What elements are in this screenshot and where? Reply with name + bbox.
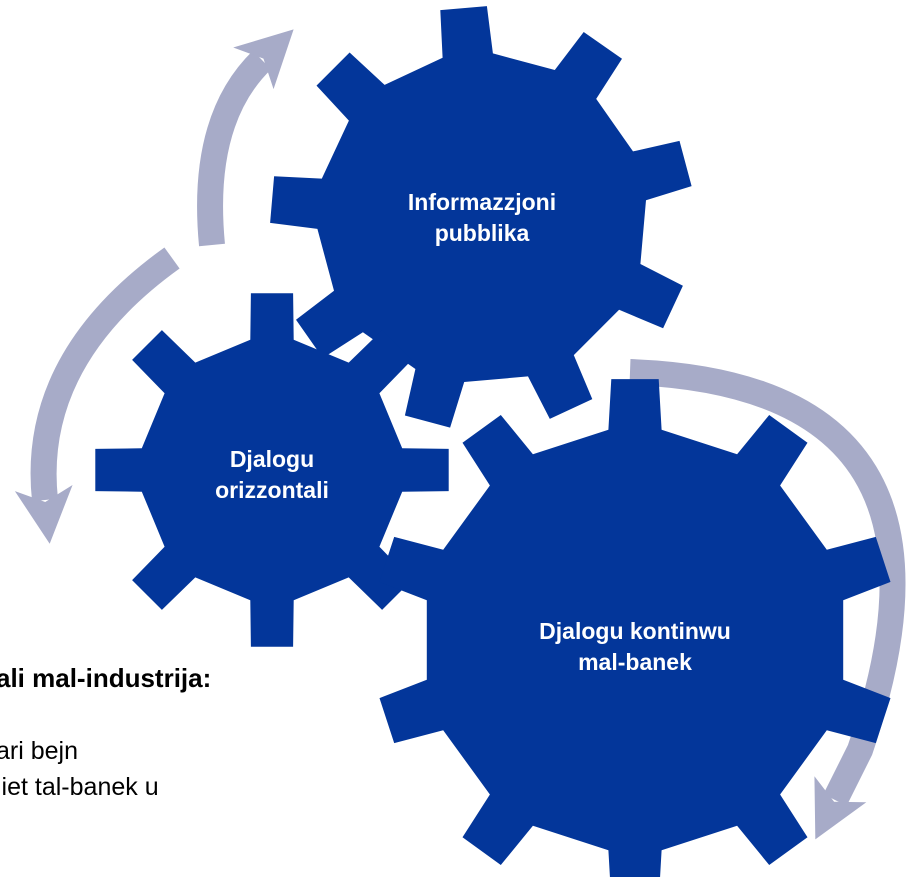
background-text-line-2: jiet tal-banek u bbox=[0, 773, 159, 801]
background-heading: ali mal-industrija: bbox=[0, 663, 212, 693]
gear-label-informazzjoni-pubblika: Informazzjoni pubblika bbox=[407, 189, 557, 246]
gear-label-djalogu-orizzontali: Djalogu orizzontali bbox=[215, 446, 329, 503]
cycle-arrow-right bbox=[629, 359, 906, 840]
gear-label-djalogu-kontinwu: Djalogu kontinwu mal-banek bbox=[539, 618, 731, 675]
cycle-arrow-top bbox=[197, 29, 294, 247]
gear-informazzjoni-pubblika bbox=[270, 6, 692, 428]
gear-djalogu-orizzontali bbox=[95, 293, 449, 647]
cycle-arrow-left bbox=[14, 247, 180, 544]
gear-djalogu-kontinwu bbox=[379, 379, 891, 877]
background-text-line-1: ari bejn bbox=[0, 737, 78, 765]
